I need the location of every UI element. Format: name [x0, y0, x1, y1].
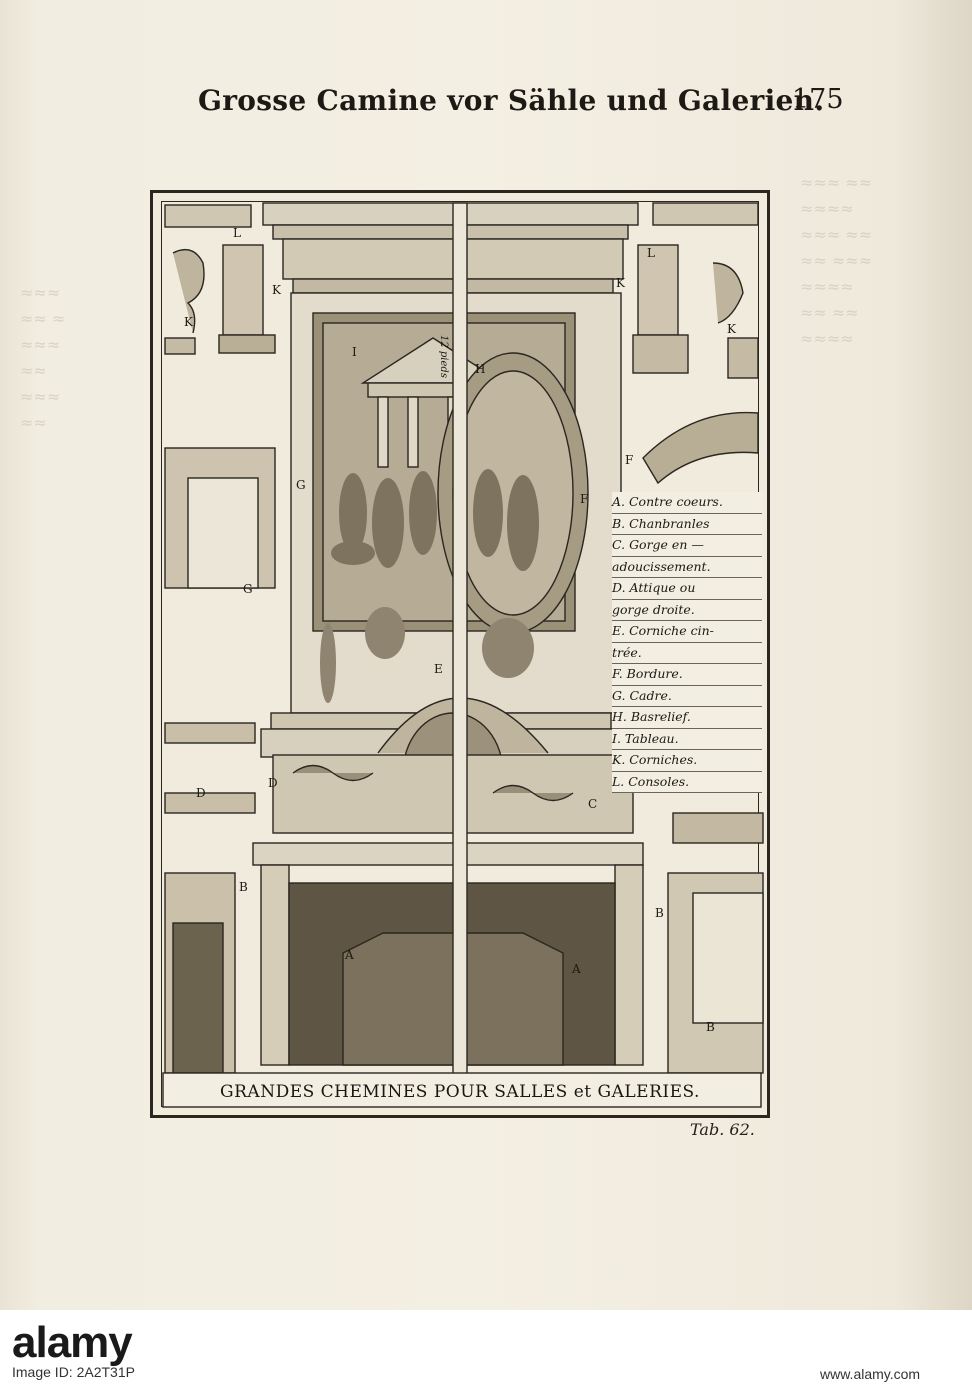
plate-label-k: K: [184, 315, 193, 329]
plate-label-g: G: [243, 582, 253, 596]
plate-label-f: F: [580, 492, 589, 506]
bleed-through-text: ≈≈≈ ≈≈≈≈≈≈≈≈≈ ≈≈≈≈ ≈≈≈≈≈≈≈≈≈ ≈≈≈≈≈≈: [800, 173, 873, 348]
plate-label-l: L: [647, 246, 655, 260]
plate-label-b: B: [655, 906, 664, 920]
legend-item: E. Corniche cin-: [612, 621, 762, 643]
stock-watermark-bar: [0, 1310, 972, 1390]
site-url[interactable]: www.alamy.com: [820, 1366, 921, 1382]
alamy-logo[interactable]: alamy: [12, 1318, 133, 1367]
plate-label-b: B: [239, 880, 248, 894]
legend-item: H. Basrelief.: [612, 707, 762, 729]
plate-label-f: F: [625, 453, 634, 467]
fireplace-engraving: [162, 202, 764, 1108]
legend-item: F. Bordure.: [612, 664, 762, 686]
plate-label-c: C: [588, 797, 598, 811]
legend-item: D. Attique ou: [612, 578, 762, 600]
legend-item: A. Contre coeurs.: [612, 492, 762, 514]
plate-label-k: K: [616, 276, 625, 290]
plate-label-l: L: [233, 226, 241, 240]
plate-label-e: E: [434, 662, 443, 676]
scale-label: 12 pieds: [438, 335, 449, 378]
legend-item: adoucissement.: [612, 557, 762, 578]
legend-item: G. Cadre.: [612, 686, 762, 707]
legend-item: L. Consoles.: [612, 772, 762, 793]
bleed-through-text-left: ≈≈≈≈≈ ≈≈≈≈≈≈≈≈≈≈≈: [20, 283, 66, 432]
plate-caption: GRANDES CHEMINES POUR SALLES et GALERIES…: [220, 1082, 700, 1102]
plate-label-i: I: [352, 345, 357, 359]
plate-label-b: B: [706, 1020, 715, 1034]
plate-label-a: A: [345, 948, 354, 962]
plate-label-d: D: [196, 786, 206, 800]
running-header: Grosse Camine vor Sähle und Galerien.: [198, 84, 825, 117]
tab-number: Tab. 62.: [690, 1120, 755, 1139]
plate-label-h: H: [475, 362, 486, 376]
legend-item: gorge droite.: [612, 600, 762, 621]
plate-label-d: D: [268, 776, 278, 790]
legend-item: B. Chanbranles: [612, 514, 762, 535]
legend-item: trée.: [612, 643, 762, 664]
page-number: 175: [792, 84, 844, 115]
plate-legend: A. Contre coeurs. B. Chanbranles C. Gorg…: [612, 492, 762, 793]
plate-label-k: K: [272, 283, 281, 297]
plate-label-k: K: [727, 322, 736, 336]
image-id: Image ID: 2A2T31P: [12, 1364, 135, 1380]
legend-item: I. Tableau.: [612, 729, 762, 750]
plate-label-a: A: [572, 962, 581, 976]
plate-label-g: G: [296, 478, 306, 492]
legend-item: C. Gorge en —: [612, 535, 762, 557]
legend-item: K. Corniches.: [612, 750, 762, 772]
engraving-plate: [150, 190, 770, 1118]
